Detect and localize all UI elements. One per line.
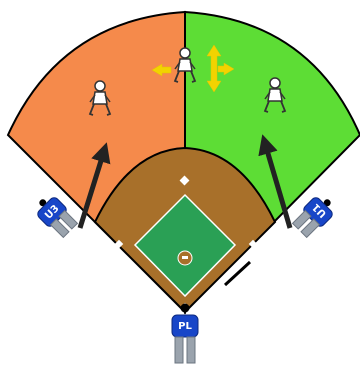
umpire-plate: PL	[172, 304, 198, 364]
umpire-plate-label: PL	[178, 321, 192, 332]
pitchers-rubber	[182, 256, 188, 259]
